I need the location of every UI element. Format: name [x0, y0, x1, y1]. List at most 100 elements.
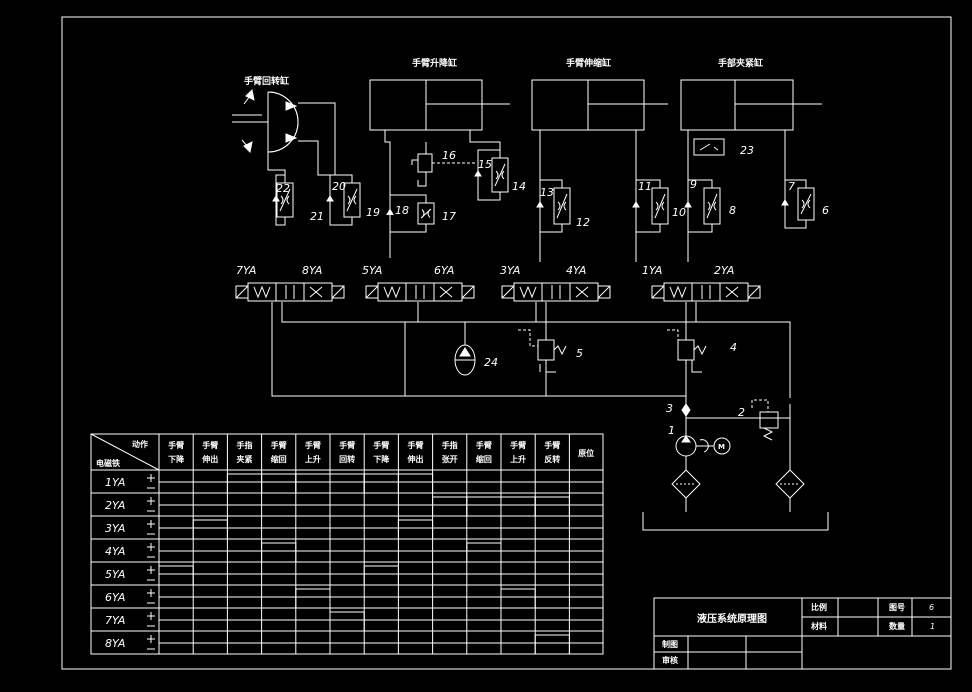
throttle-curve [807, 199, 811, 209]
table-energized-bar [295, 473, 331, 494]
component-number: 1 [668, 424, 675, 437]
component-numbers: 1 2 3 4 5 6 7 8 9 10 11 12 13 14 15 16 1… [276, 144, 829, 437]
solenoid-slash [651, 285, 665, 299]
solenoid-3ya: 3YA [500, 264, 520, 277]
solenoid-slash [747, 285, 761, 299]
table-header-cell: 手臂 [544, 440, 560, 450]
spring [383, 285, 401, 299]
table-header-cell: 手臂 [476, 440, 492, 450]
directional-valve [365, 282, 475, 302]
valve-body [247, 282, 333, 302]
table-header-cell: 手臂 [305, 440, 321, 450]
check-valve-3 [681, 403, 691, 417]
clamp-cylinder [680, 79, 822, 262]
table-energized-bar [261, 542, 297, 563]
component-number: 6 [822, 204, 829, 217]
throttle-line [635, 206, 661, 233]
solenoid-coil-left [365, 285, 379, 299]
table-column-headers: 手臂下降手臂伸出手指夹紧手臂缩回手臂上升手臂回转手臂下降手臂伸出手指张开手臂缩回… [158, 434, 594, 654]
component-number: 7 [788, 180, 795, 193]
table-header-cell: 手指 [442, 440, 458, 450]
component-number: 22 [276, 182, 290, 195]
drawing-title: 液压系统原理图 [697, 612, 767, 625]
component-number: 9 [690, 178, 697, 191]
pump-1 [675, 435, 731, 457]
solenoid-2ya: 2YA [714, 264, 734, 277]
drawing-no-value: 6 [929, 603, 934, 612]
component-number: 5 [576, 347, 583, 360]
throttle-curve [801, 199, 805, 209]
throttle-check-valve [536, 179, 571, 233]
check-ball [386, 208, 394, 215]
check-ball [326, 195, 334, 202]
table-energized-bar [363, 565, 399, 586]
throttle-line [275, 200, 286, 226]
throttle-check-valve [632, 179, 669, 233]
table-energized-bar [466, 496, 502, 517]
solenoid-labels: 7YA 8YA 5YA 6YA 3YA 4YA 1YA 2YA [236, 264, 734, 277]
drawing-no-label: 图号 [889, 603, 905, 612]
solenoid-1ya: 1YA [642, 264, 662, 277]
throttle-arrow [654, 193, 666, 219]
table-header-cell: 下降 [168, 454, 185, 464]
table-header-cell: 张开 [442, 455, 458, 464]
component-number: 17 [442, 210, 456, 223]
telescopic-cylinder [531, 79, 668, 262]
solenoid-coil-right [331, 285, 345, 299]
solenoid-coil-right [461, 285, 475, 299]
throttle-arrow [346, 188, 358, 212]
throttle-check-valve [326, 174, 361, 226]
relief-valve-2 [751, 399, 790, 441]
spring [669, 285, 687, 299]
table-energized-bars [158, 473, 570, 655]
throttle-line [539, 179, 563, 206]
table-corner-bottom: 电磁铁 [96, 458, 120, 468]
table-header-cell: 伸出 [201, 454, 218, 464]
table-energized-bar [397, 473, 434, 494]
throttle-line [687, 206, 713, 233]
throttle-check-valve [386, 194, 435, 233]
label-telescopic-cylinder: 手臂伸缩缸 [566, 57, 611, 69]
relief-valve-5 [518, 329, 567, 373]
table-row-label: 8YA [105, 637, 125, 650]
filter-left [671, 469, 701, 499]
solenoid-7ya: 7YA [236, 264, 256, 277]
table-energized-bar [534, 496, 570, 517]
accumulator-24 [454, 344, 476, 376]
throttle-line [329, 174, 353, 200]
check-ball [781, 199, 789, 206]
component-number: 23 [740, 144, 754, 157]
throttle-line [784, 204, 807, 229]
table-header-cell: 手臂 [202, 440, 218, 450]
solenoid-slash [597, 285, 611, 299]
motor-label: M [718, 443, 725, 451]
solenoid-coil-left [651, 285, 665, 299]
throttle-line [275, 174, 286, 200]
drawing-border [61, 16, 952, 670]
table-row-label: 2YA [105, 499, 125, 512]
component-number: 24 [484, 356, 498, 369]
directional-valve [651, 282, 761, 302]
table-energized-bar [295, 588, 331, 609]
component-number: 4 [730, 341, 737, 354]
valve-body [377, 282, 463, 302]
component-number: 19 [366, 206, 380, 219]
component-number: 2 [738, 406, 745, 419]
table-energized-bar [192, 519, 228, 540]
table-energized-bar [500, 588, 536, 609]
table-header-cell: 夹紧 [237, 454, 253, 464]
rotary-cylinder [232, 88, 336, 176]
throttle-check-valve [781, 179, 815, 229]
drawn-by-label: 制图 [662, 639, 678, 649]
component-number: 15 [478, 158, 492, 171]
throttle-line [389, 194, 427, 214]
table-header-cell: 手臂 [408, 440, 424, 450]
solenoid-coil-right [747, 285, 761, 299]
table-energized-bar [261, 473, 297, 494]
check-ball [272, 195, 280, 202]
cross-ports [575, 286, 589, 298]
table-energized-bar [329, 473, 365, 494]
component-number: 16 [442, 149, 456, 162]
